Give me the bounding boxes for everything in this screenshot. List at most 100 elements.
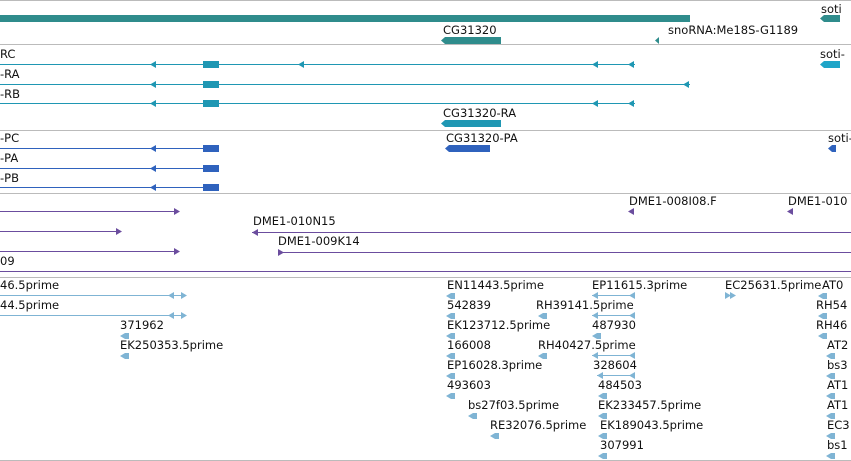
- est-label[interactable]: RH54: [816, 298, 847, 312]
- est-feature[interactable]: [538, 313, 547, 319]
- est-feature[interactable]: [598, 433, 607, 439]
- est-label[interactable]: EK233457.5prime: [598, 398, 701, 412]
- est-feature[interactable]: [826, 433, 835, 439]
- protein-label[interactable]: -PA: [0, 151, 18, 165]
- est-feature[interactable]: [490, 433, 499, 439]
- est-arrow: [592, 352, 598, 359]
- est-label[interactable]: EK250353.5prime: [120, 338, 223, 352]
- est-label[interactable]: 166008: [447, 338, 491, 352]
- clone-label[interactable]: DME1-008I08.F: [629, 194, 717, 208]
- est-label[interactable]: EK123712.5prime: [447, 318, 550, 332]
- est-feature[interactable]: [598, 393, 607, 399]
- est-feature[interactable]: [826, 373, 835, 379]
- transcript-label[interactable]: RC: [0, 47, 15, 61]
- est-label[interactable]: 484503: [598, 378, 642, 392]
- est-label[interactable]: 44.5prime: [0, 298, 59, 312]
- clone-label[interactable]: 09: [0, 254, 15, 268]
- intron-arrow: [150, 81, 156, 88]
- est-feature[interactable]: [446, 353, 455, 359]
- protein-label[interactable]: CG31320-PA: [446, 131, 518, 145]
- est-feature[interactable]: [446, 393, 455, 399]
- est-feature[interactable]: [598, 453, 607, 459]
- est-label[interactable]: RH39141.5prime: [536, 298, 634, 312]
- est-feature[interactable]: [446, 293, 455, 299]
- est-feature[interactable]: [826, 353, 835, 359]
- cds[interactable]: [203, 165, 219, 172]
- protein-track: -PC -PA -PB CG31320-PA soti-: [0, 131, 851, 194]
- clone-label[interactable]: DME1-010: [788, 194, 847, 208]
- est-label[interactable]: 307991: [600, 438, 644, 452]
- gene-label[interactable]: snoRNA:Me18S-G1189: [668, 23, 798, 37]
- est-label[interactable]: AT1: [827, 378, 848, 392]
- est-label[interactable]: EP11615.3prime: [592, 278, 687, 292]
- transcript-feature[interactable]: [441, 120, 501, 127]
- est-label[interactable]: bs27f03.5prime: [468, 398, 559, 412]
- gene-label[interactable]: CG31320: [443, 23, 497, 37]
- exon[interactable]: [203, 81, 219, 88]
- transcript-feature[interactable]: [820, 61, 840, 68]
- est-label[interactable]: EC25631.5prime: [725, 278, 821, 292]
- protein-label[interactable]: soti-: [828, 131, 851, 145]
- est-label[interactable]: EC3: [827, 418, 850, 432]
- intron-arrow: [592, 61, 598, 68]
- est-label[interactable]: RH40427.5prime: [538, 338, 636, 352]
- est-label[interactable]: AT1: [827, 398, 848, 412]
- est-label[interactable]: 493603: [447, 378, 491, 392]
- est-label[interactable]: bs1: [827, 438, 848, 452]
- est-feature[interactable]: [818, 333, 827, 339]
- est-feature[interactable]: [468, 413, 477, 419]
- est-label[interactable]: 487930: [592, 318, 636, 332]
- est-label[interactable]: 371962: [120, 318, 164, 332]
- est-label[interactable]: RE32076.5prime: [490, 418, 586, 432]
- est-label[interactable]: bs3: [827, 358, 848, 372]
- est-feature[interactable]: [446, 333, 455, 339]
- clone-end: [628, 208, 634, 215]
- intron-arrow: [150, 100, 156, 107]
- clone-label[interactable]: DME1-010N15: [253, 214, 336, 228]
- exon[interactable]: [203, 61, 219, 68]
- est-label[interactable]: 542839: [447, 298, 491, 312]
- est-arrow: [181, 312, 187, 319]
- est-arrow: [597, 372, 603, 379]
- est-label[interactable]: 46.5prime: [0, 278, 59, 292]
- est-label[interactable]: EP16028.3prime: [447, 358, 542, 372]
- gene-feature[interactable]: [441, 37, 501, 44]
- est-feature[interactable]: [818, 293, 827, 299]
- gene-feature[interactable]: [820, 15, 840, 22]
- cds[interactable]: [203, 184, 219, 191]
- cds[interactable]: [203, 145, 219, 152]
- est-feature[interactable]: [446, 313, 455, 319]
- intron-arrow: [150, 61, 156, 68]
- est-arrow: [168, 292, 174, 299]
- est-label[interactable]: AT0: [822, 278, 843, 292]
- est-feature[interactable]: [826, 413, 835, 419]
- est-arrow: [725, 292, 731, 299]
- est-label[interactable]: EK189043.5prime: [600, 418, 703, 432]
- clone-label[interactable]: DME1-009K14: [278, 234, 360, 248]
- gene-feature[interactable]: [0, 15, 690, 22]
- transcript-label[interactable]: -RB: [0, 87, 20, 101]
- est-feature[interactable]: [818, 313, 827, 319]
- protein-feature[interactable]: [828, 145, 836, 152]
- exon[interactable]: [203, 100, 219, 107]
- transcript-label[interactable]: CG31320-RA: [443, 106, 516, 120]
- est-feature[interactable]: [826, 453, 835, 459]
- est-feature[interactable]: [120, 333, 129, 339]
- est-label[interactable]: EN11443.5prime: [447, 278, 544, 292]
- est-feature[interactable]: [826, 393, 835, 399]
- est-feature[interactable]: [120, 353, 129, 359]
- protein-feature[interactable]: [445, 145, 490, 152]
- gene-label[interactable]: soti: [821, 2, 842, 16]
- protein-label[interactable]: -PC: [0, 131, 19, 145]
- est-label[interactable]: RH46: [816, 318, 847, 332]
- transcript-label[interactable]: soti-: [820, 47, 845, 61]
- est-feature[interactable]: [598, 413, 607, 419]
- est-label[interactable]: 328604: [593, 358, 637, 372]
- est-feature[interactable]: [592, 333, 601, 339]
- est-label[interactable]: AT2: [827, 338, 848, 352]
- transcript-label[interactable]: -RA: [0, 67, 20, 81]
- protein-label[interactable]: -PB: [0, 171, 19, 185]
- est-feature[interactable]: [538, 353, 547, 359]
- est-feature[interactable]: [446, 373, 455, 379]
- gene-feature[interactable]: [655, 37, 659, 44]
